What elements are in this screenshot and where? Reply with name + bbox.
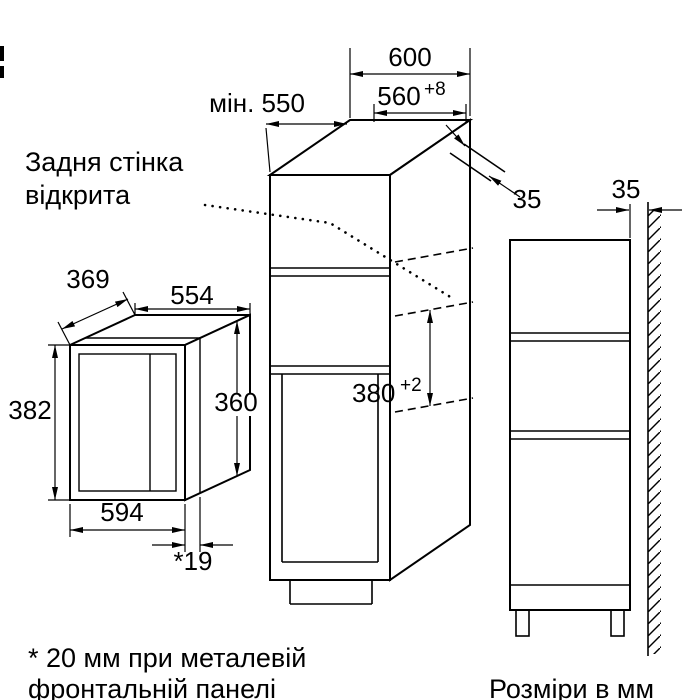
- scan-artifact-mark: [0, 66, 4, 78]
- dim-label-body-height: 360: [214, 387, 257, 417]
- dim-label-niche-height-tolerance: +2: [400, 375, 422, 396]
- dim-label-depth: 369: [66, 264, 109, 294]
- microwave-door-frame: [78, 353, 177, 492]
- dim-label-niche-width-tolerance: +8: [424, 79, 446, 100]
- dim-arrow-frame-lower: [488, 175, 521, 198]
- frame-thickness-tick-lines: [449, 143, 506, 182]
- scan-artifact: [0, 46, 4, 78]
- dim-label-min-depth: мін. 550: [209, 88, 305, 118]
- units-note: Розміри в мм: [489, 674, 654, 700]
- dim-label-front-width: 594: [100, 497, 143, 527]
- dim-label-frame-thickness: 35: [513, 184, 542, 214]
- side-view-shelf-lines: [510, 332, 630, 586]
- cabinet-bottom-compartment-and-plinth: [281, 374, 379, 605]
- dim-label-wall-clearance: 35: [612, 174, 641, 204]
- dim-line-depth-369: [61, 298, 129, 330]
- dim-label-body-width: 554: [170, 280, 213, 310]
- dimension-annotations: [48, 48, 682, 552]
- side-view-outline: [509, 239, 631, 611]
- dim-label-outer-width: 600: [388, 42, 431, 72]
- back-wall-note-line2: відкрита: [25, 180, 131, 210]
- labels: 600 мін. 550 560 +8 35 35 380 +2 369 554…: [8, 42, 654, 700]
- scan-artifact-mark: [0, 46, 4, 61]
- dim-arrow-frame-upper: [445, 124, 466, 147]
- footnote-line1: * 20 мм при металевій: [28, 643, 306, 673]
- cabinet-hidden-back-edges: [394, 247, 474, 413]
- side-view-right-leg: [610, 609, 625, 637]
- side-view-left-leg: [515, 609, 530, 637]
- back-wall-dotted-leader: [203, 203, 454, 300]
- dim-label-niche-width: 560: [377, 81, 420, 111]
- footnote-line2: фронтальній панелі: [28, 674, 276, 700]
- microwave-front-face: [69, 344, 186, 501]
- cabinet-perspective-view: [266, 118, 474, 605]
- dim-label-front-overhang: *19: [173, 546, 212, 576]
- wall-hatching: [648, 210, 661, 654]
- back-wall-note-line1: Задня стінка: [25, 147, 184, 177]
- microwave-door-edge-lines: [85, 337, 201, 493]
- dim-label-niche-height: 380: [352, 378, 395, 408]
- dim-360-text-mask: [214, 394, 258, 416]
- cabinet-shelf-front-edges: [270, 267, 390, 375]
- cabinet-side-view: [509, 202, 661, 656]
- dim-label-height: 382: [8, 395, 51, 425]
